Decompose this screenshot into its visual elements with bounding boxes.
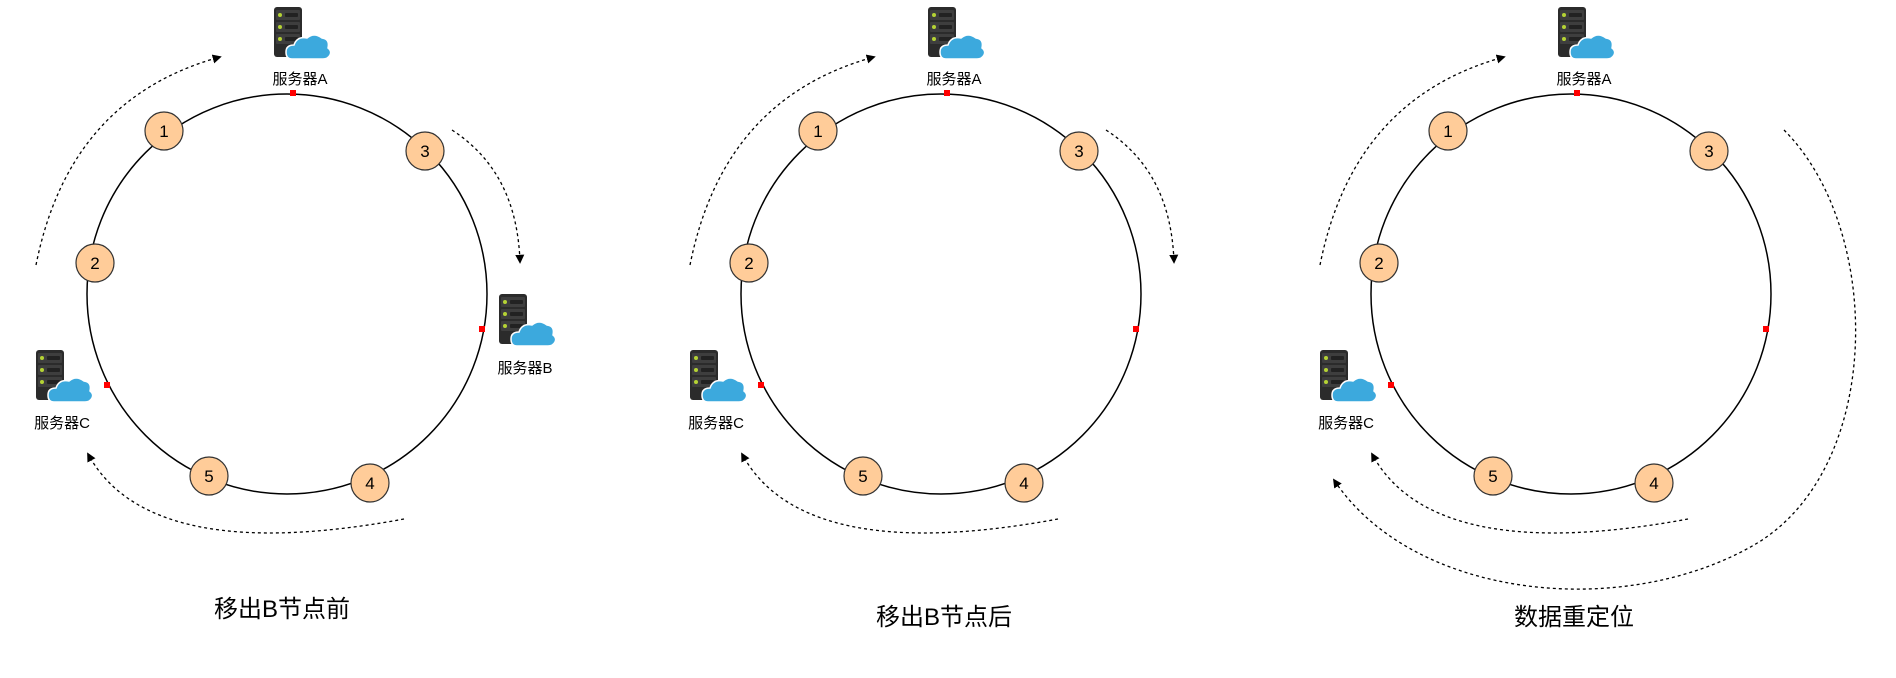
server-cloud-icon	[35, 349, 92, 403]
data-node-1-circle	[1428, 111, 1468, 151]
data-node-3-label: 3	[420, 142, 429, 161]
server-c: 服务器C	[688, 349, 746, 432]
server-c-label: 服务器C	[34, 415, 90, 432]
data-node-4-label: 4	[1649, 474, 1658, 493]
data-node-5-circle	[1473, 456, 1513, 496]
data-node-4-label: 4	[365, 474, 374, 493]
panel-after-removal: 1 2 3 4 5 服务器A 服务器C 移出B节点后	[688, 6, 1179, 631]
data-node-2: 2	[729, 243, 769, 283]
data-node-4: 4	[1004, 463, 1044, 503]
data-node-3-label: 3	[1704, 142, 1713, 161]
panel-data-relocation: 1 2 3 4 5 服务器A 服务器C 数据重定位	[1318, 6, 1857, 631]
data-node-5: 5	[189, 456, 229, 496]
data-node-2-label: 2	[1374, 254, 1383, 273]
data-node-4-circle	[1004, 463, 1044, 503]
server-a-label: 服务器A	[926, 71, 981, 88]
server-c-label: 服务器C	[688, 415, 744, 432]
hash-ring	[1370, 93, 1772, 495]
server-c: 服务器C	[34, 349, 92, 432]
server-c-position-marker	[758, 382, 764, 388]
data-node-4-circle	[350, 463, 390, 503]
server-c-position-marker	[1388, 382, 1394, 388]
data-node-4: 4	[350, 463, 390, 503]
data-node-3: 3	[1059, 131, 1099, 171]
data-node-2-circle	[729, 243, 769, 283]
data-node-4-label: 4	[1019, 474, 1028, 493]
server-b: 服务器B	[497, 293, 555, 377]
server-cloud-icon	[273, 6, 330, 60]
data-node-1: 1	[1428, 111, 1468, 151]
data-node-3-circle	[1689, 131, 1729, 171]
data-node-3: 3	[405, 131, 445, 171]
server-c-label: 服务器C	[1318, 415, 1374, 432]
arrow-to-server-a	[689, 54, 876, 266]
relocation-arrow-to-server-c	[1332, 129, 1857, 590]
arrow-to-server-a	[1319, 54, 1506, 266]
data-node-4: 4	[1634, 463, 1674, 503]
server-c: 服务器C	[1318, 349, 1376, 432]
hash-ring	[740, 93, 1142, 495]
server-a: 服务器A	[1556, 6, 1614, 88]
data-node-3: 3	[1689, 131, 1729, 171]
data-node-1-label: 1	[1443, 122, 1452, 141]
removed-server-b-position-marker	[1133, 326, 1139, 332]
arrow-to-server-c	[87, 452, 405, 534]
server-a-position-marker	[944, 90, 950, 96]
data-node-1-label: 1	[813, 122, 822, 141]
data-node-3-label: 3	[1074, 142, 1083, 161]
panel-caption: 数据重定位	[1514, 604, 1634, 631]
server-cloud-icon	[498, 293, 555, 347]
panel-before-removal: 1 2 3 4 5 服务器A 服务器B 服务器C 移出B	[34, 6, 555, 623]
arrow-to-server-a	[35, 54, 222, 266]
data-node-3-circle	[405, 131, 445, 171]
server-a-position-marker	[290, 90, 296, 96]
data-node-5-label: 5	[1488, 467, 1497, 486]
data-node-2-circle	[1359, 243, 1399, 283]
hash-ring	[86, 93, 488, 495]
panel-caption: 移出B节点前	[214, 596, 350, 623]
data-node-1: 1	[798, 111, 838, 151]
server-a: 服务器A	[272, 6, 330, 88]
data-node-5-circle	[189, 456, 229, 496]
server-c-position-marker	[104, 382, 110, 388]
data-node-1: 1	[144, 111, 184, 151]
server-cloud-icon	[927, 6, 984, 60]
data-node-5-label: 5	[204, 467, 213, 486]
server-cloud-icon	[1319, 349, 1376, 403]
data-node-2-circle	[75, 243, 115, 283]
server-cloud-icon	[689, 349, 746, 403]
arrow-to-server-b	[451, 129, 525, 264]
data-node-1-circle	[798, 111, 838, 151]
server-b-position-marker	[479, 326, 485, 332]
data-node-2: 2	[1359, 243, 1399, 283]
server-cloud-icon	[1557, 6, 1614, 60]
server-a-label: 服务器A	[1556, 71, 1611, 88]
data-node-5: 5	[1473, 456, 1513, 496]
data-node-5-circle	[843, 456, 883, 496]
server-a-position-marker	[1574, 90, 1580, 96]
server-a-label: 服务器A	[272, 71, 327, 88]
data-node-1-label: 1	[159, 122, 168, 141]
data-node-4-circle	[1634, 463, 1674, 503]
data-node-2: 2	[75, 243, 115, 283]
data-node-2-label: 2	[744, 254, 753, 273]
data-node-3-circle	[1059, 131, 1099, 171]
removed-server-b-position-marker	[1763, 326, 1769, 332]
server-a: 服务器A	[926, 6, 984, 88]
data-node-5: 5	[843, 456, 883, 496]
data-node-5-label: 5	[858, 467, 867, 486]
arrow-toward-removed-server-b	[1105, 129, 1179, 264]
arrow-to-server-c	[741, 452, 1059, 534]
data-node-2-label: 2	[90, 254, 99, 273]
data-node-1-circle	[144, 111, 184, 151]
panel-caption: 移出B节点后	[876, 604, 1012, 631]
server-b-label: 服务器B	[497, 360, 552, 377]
arrow-to-server-c	[1371, 452, 1689, 534]
